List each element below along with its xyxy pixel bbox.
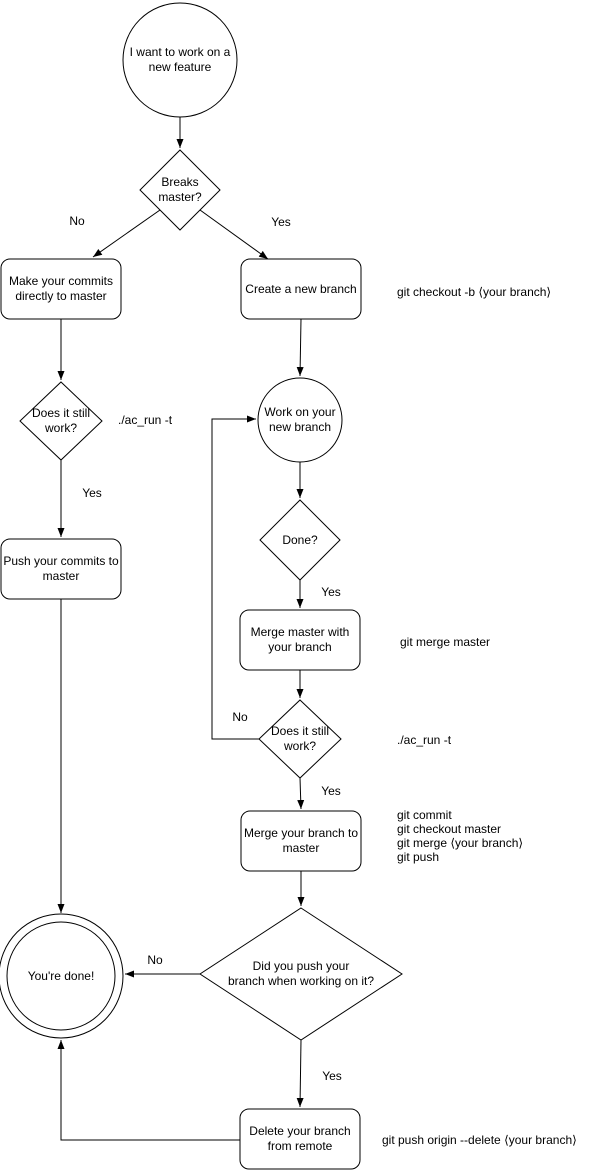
delete-branch-label: Delete your branch from remote [249,1124,351,1153]
does-it-work-2-label: Does it still work? [270,724,329,753]
edge-does2-yes-to-merge-branch [297,777,305,810]
youre-done-inner-circle [6,921,116,1031]
create-branch-label: Create a new branch [245,281,357,296]
edge-label-breaks-no: No [67,214,87,228]
edge-label-does2-yes: Yes [319,784,343,798]
edge-did-you-push-yes-to-delete [296,1039,304,1108]
edge-breaks-yes-to-create-branch [199,209,269,260]
annotation-merge-commands: git commit git checkout master git merge… [397,808,524,864]
edge-does2-no-loop-to-work [211,415,259,740]
edge-label-done-yes: Yes [319,585,343,599]
merge-master-label: Merge master with your branch [250,625,350,654]
edge-label-breaks-yes: Yes [269,215,293,229]
delete-branch-box [239,1108,361,1170]
edge-label-push-yes: Yes [320,1069,344,1083]
edge-delete-to-done-circle [57,1040,240,1141]
annotation-ac-run-1: ./ac_run -t [118,413,173,427]
start-node-label: I want to work on a new feature [129,45,231,74]
edge-label-does1-yes: Yes [80,486,104,500]
edge-label-does2-no: No [230,710,250,724]
annotation-ac-run-2: ./ac_run -t [397,733,452,747]
done-label: Done? [282,532,318,547]
make-commits-label: Make your commits directly to master [8,274,114,303]
youre-done-label: You're done! [27,968,95,983]
merge-branch-label: Merge your branch to master [243,826,359,855]
work-branch-label: Work on your new branch [264,405,336,434]
annotation-git-merge-master: git merge master [400,635,491,649]
does-it-work-1-label: Does it still work? [31,406,90,435]
edge-breaks-no-to-make-commits [92,209,161,258]
edge-create-branch-to-work [296,318,304,377]
did-you-push-label: Did you push your branch when working on… [227,959,375,988]
annotation-git-checkout: git checkout -b ⟨your branch⟩ [397,285,552,299]
push-commits-label: Push your commits to master [3,554,119,583]
annotation-git-push-delete: git push origin --delete ⟨your branch⟩ [382,1133,577,1147]
edge-label-push-no: No [145,953,165,967]
breaks-master-label: Breaks master? [158,175,202,204]
